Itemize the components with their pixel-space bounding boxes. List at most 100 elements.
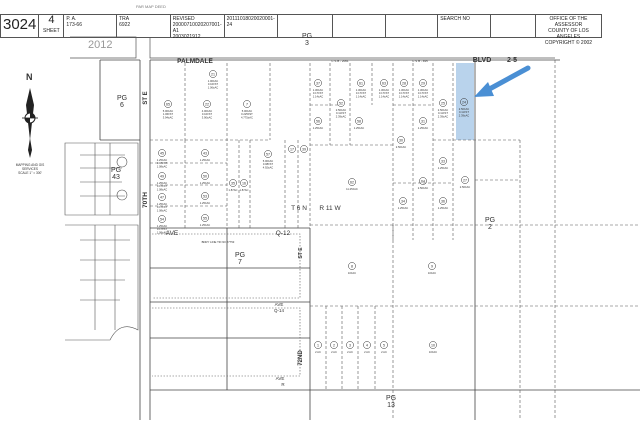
parcel-36[interactable]: 361.25±AC [438, 197, 448, 210]
page-ref-label: PG [485, 217, 495, 224]
parcel-65[interactable]: 655.00±AC1.06±ST3.94±AC [163, 100, 174, 119]
parcel-33[interactable]: 331.25±AC [438, 157, 448, 170]
parcel-31[interactable]: 311.25±AC [418, 117, 428, 130]
parcel-47[interactable]: 471.25±AC0.17±ST1.08±AC [157, 193, 168, 212]
highlighted-parcel-24[interactable] [456, 63, 474, 140]
page-ref-label: PG [111, 167, 121, 174]
year-stamp: 2012 [88, 39, 112, 51]
parcel-61[interactable]: 611.30±AC0.17±ST1.14±AC [356, 79, 367, 98]
parcel-25[interactable]: 252.50±AC0.11±ST2.39±AC [438, 99, 449, 118]
parcel-34[interactable]: 341.25±AC [398, 197, 408, 210]
parcel-area: 10±AC [428, 271, 436, 275]
parcel-area: 1.00±AC [208, 79, 218, 83]
parcel-7[interactable]: 75.00±AC0.225±ST4.775±AC [241, 100, 253, 119]
parcel-35[interactable]: 351.87AC [229, 179, 238, 192]
parcel-63[interactable]: 631.30±AC0.17±ST1.14±AC [379, 79, 390, 98]
parcel-5[interactable]: 52 AC [380, 341, 388, 354]
parcel-area: 1.30±AC [356, 88, 366, 92]
parcel-2[interactable]: 22 AC [330, 341, 338, 354]
parcel-45[interactable]: 451.25±AC0.17±ST1.08±AC [157, 149, 168, 168]
parcel-area: 1.30±AC [379, 88, 389, 92]
parcel-3[interactable]: 32 AC [346, 341, 354, 354]
parcel-number-circle [264, 150, 272, 158]
search-cell: SEARCH NO [438, 15, 491, 37]
tra-value: 6922 [119, 22, 131, 28]
parcel-56[interactable]: 561.25±AC [313, 117, 323, 130]
parcel-number-circle [419, 79, 427, 87]
parcel-49[interactable]: 491.25±AC0.17±ST1.08±AC [157, 172, 168, 191]
parcel-number: 31 [421, 119, 425, 123]
parcel-9[interactable]: 9 10±AC [428, 262, 436, 275]
parcel-number: 64 [421, 179, 425, 183]
pointer-arrow-icon [474, 65, 531, 97]
parcel-area: 1.25±AC [354, 126, 364, 130]
parcel-number: 58 [357, 119, 361, 123]
parcel-43[interactable]: 431.25±AC [200, 149, 210, 162]
parcel-58[interactable]: 58 1.25±AC [354, 117, 364, 130]
parcel-area: 1.25±AC [157, 202, 167, 206]
sheet-label: SHEET [43, 28, 60, 34]
parcel-area: 2.39±AC [459, 113, 469, 117]
street-ave-r: AVE [276, 376, 285, 381]
parcel-50[interactable]: 501.25±AC [200, 172, 210, 185]
parcel-area: 10±AC [429, 350, 437, 354]
parcel-17[interactable]: 17 [288, 145, 296, 153]
parcel-29[interactable]: 291.30±AC0.17±ST1.14±AC [418, 79, 429, 98]
parcel-24[interactable]: 242.50±AC0.11±ST2.39±AC [459, 98, 470, 117]
parcel-64[interactable]: 642.50±AC [418, 177, 428, 190]
parcel-57[interactable]: 575.00±AC0.08±ST4.92±AC [263, 150, 274, 169]
street-palmdale: PALMDALE [177, 58, 213, 65]
page-ref-label: PG [302, 33, 312, 40]
parcel-39[interactable]: 39 [300, 145, 308, 153]
street-st-e-south: ST E [298, 247, 304, 259]
parcel-area: 1.87AC [240, 188, 249, 192]
parcel-number: 9 [431, 264, 433, 268]
parcel-number-circle [429, 341, 437, 349]
parcel-area: 1.25±AC [157, 224, 167, 228]
parcel-number: 1 [317, 343, 319, 347]
pg3-frame [149, 37, 555, 59]
parcel-number-circle [461, 176, 469, 184]
parcel-number: 29 [421, 81, 425, 85]
parcel-30[interactable]: 302.50±AC [396, 136, 406, 149]
parcel-16[interactable]: 161.87AC [240, 179, 249, 192]
parcel-area: 1.25±AC [157, 181, 167, 185]
parcel-54[interactable]: 541.25±AC0.17±ST1.08±AC [157, 215, 168, 234]
parcel-21[interactable]: 211.00±AC0.10±ST1.06±AC [208, 70, 219, 89]
blank-cell-4 [491, 15, 536, 37]
parcel-53[interactable]: 531.25±AC [200, 192, 210, 205]
parcel-55[interactable]: 551.25±AC [200, 214, 210, 227]
parcel-number-circle [355, 117, 363, 125]
parcel-number-circle [337, 99, 345, 107]
parcel-37[interactable]: 371.30±AC0.17±ST1.14±AC [313, 79, 324, 98]
parcel-area: 0.11±ST [336, 111, 346, 115]
parcel-number-circle [439, 197, 447, 205]
parcel-number-circle [158, 193, 166, 201]
page-ref-label: PG [117, 95, 127, 102]
parcel-8[interactable]: 810±AC [348, 262, 356, 275]
parcel-area: 2 AC [347, 350, 353, 354]
parcel-area: 4.00±AC [202, 109, 212, 113]
parcel-area: 4.92±AC [263, 165, 273, 169]
parcel-22[interactable]: 224.00±AC0.10±ST3.90±AC [202, 100, 213, 119]
parcel-28[interactable]: 281.30±AC0.17±ST1.14±AC [399, 79, 410, 98]
parcel-52[interactable]: 522.50±AC0.11±ST2.39±AC [336, 99, 347, 118]
page-number: 4 [48, 14, 55, 26]
year-stamp-frame [70, 36, 137, 59]
street-st-e-north: ST E [143, 91, 149, 104]
parcel-number: 52 [339, 101, 343, 105]
parcel-27[interactable]: 272.50±AC [460, 176, 470, 189]
parcel-number-circle [158, 149, 166, 157]
parcel-1[interactable]: 12 AC [314, 341, 322, 354]
parcel-number-circle [428, 262, 436, 270]
parcel-number: 21 [211, 72, 215, 76]
parcel-area: 2.50±AC [438, 108, 448, 112]
parcel-area: 10±AC [348, 271, 356, 275]
subdivision-tract [64, 142, 139, 341]
parcel-area: 0.17±ST [157, 161, 167, 165]
parcel-number: 53 [203, 194, 207, 198]
parcel-4[interactable]: 42 AC [363, 341, 371, 354]
